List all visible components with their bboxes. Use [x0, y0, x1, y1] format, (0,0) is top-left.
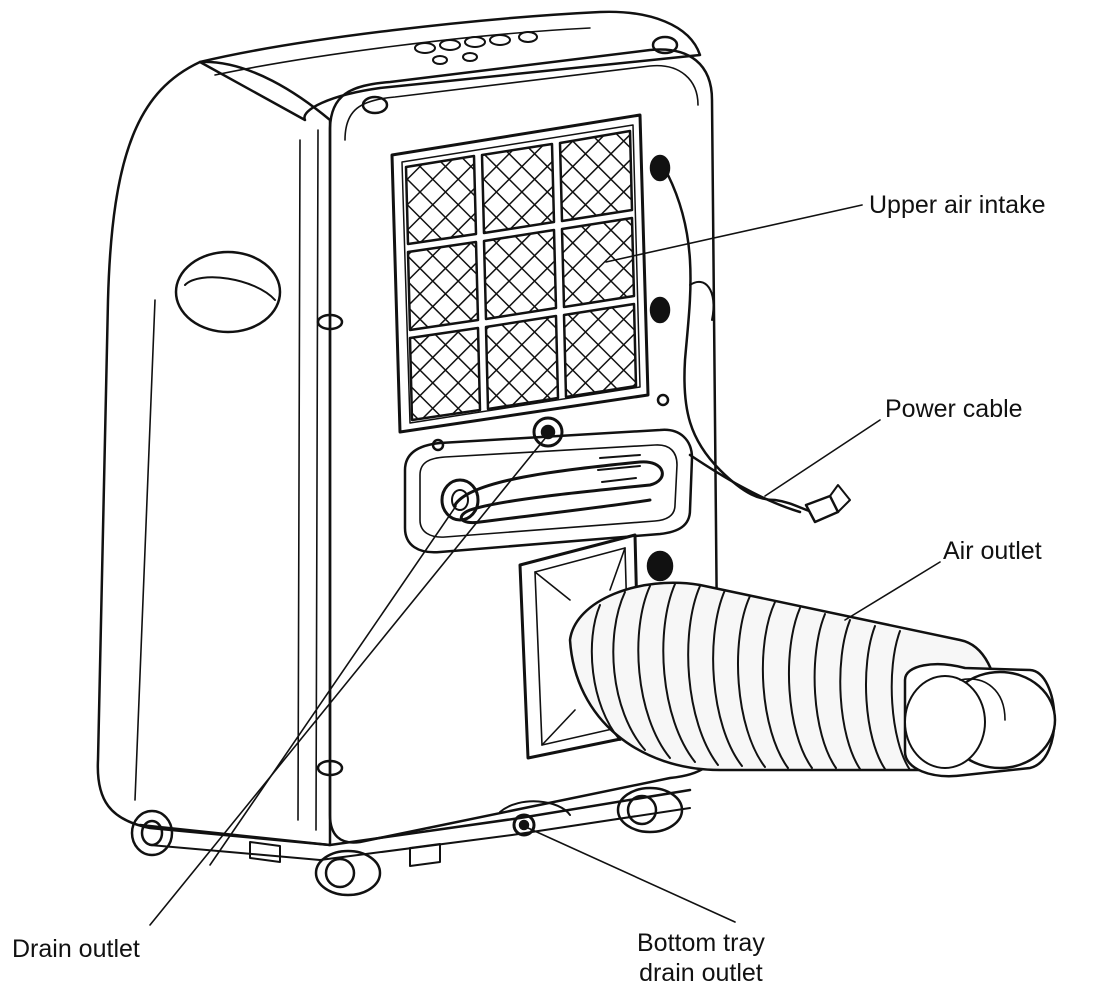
label-bottom-tray-line2: drain outlet — [639, 959, 763, 987]
leader-drain-outlet-2 — [209, 505, 457, 866]
caster-icon — [314, 849, 382, 897]
caster-icon — [130, 809, 174, 857]
leader-lines — [149, 204, 941, 926]
label-bottom-tray-line1: Bottom tray — [637, 929, 765, 957]
control-buttons-icon — [414, 31, 538, 65]
cable-recess — [403, 428, 694, 554]
leader-upper-air-intake — [605, 204, 863, 263]
upper-air-intake-grille — [390, 113, 671, 452]
bottom-casters — [130, 786, 692, 897]
label-power-cable: Power cable — [885, 395, 1023, 423]
caster-icon — [616, 786, 684, 834]
label-upper-air-intake: Upper air intake — [869, 191, 1046, 219]
power-cable — [666, 173, 851, 524]
drain-outlet-plug-icon — [532, 416, 564, 448]
leader-bottom-tray — [527, 827, 736, 923]
exhaust-hose — [568, 581, 1057, 778]
leader-power-cable — [764, 419, 881, 497]
bottom-tray-drain-icon — [499, 800, 571, 837]
leader-drain-outlet — [149, 435, 548, 926]
side-handle-icon — [174, 250, 282, 334]
label-air-outlet: Air outlet — [943, 537, 1042, 565]
hose-nozzle — [903, 662, 1057, 778]
label-drain-outlet: Drain outlet — [12, 935, 140, 963]
label-bottom-tray-drain-outlet: Bottom tray drain outlet — [637, 928, 765, 988]
leader-air-outlet — [844, 561, 941, 621]
